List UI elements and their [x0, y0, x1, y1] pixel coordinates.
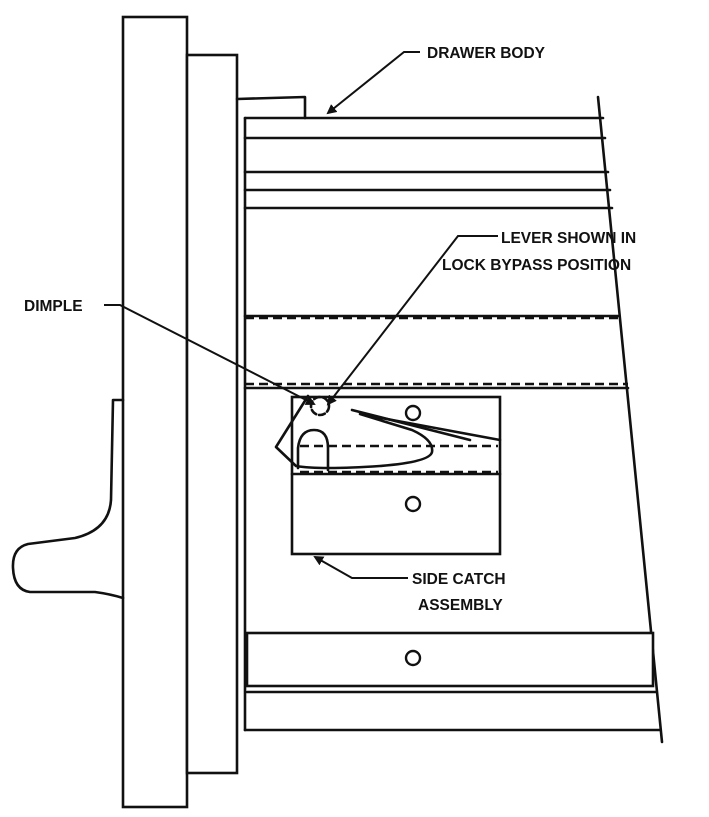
label-side-catch-line2: ASSEMBLY: [418, 597, 503, 614]
dimple: [309, 395, 331, 417]
side-catch-hole-upper: [404, 404, 422, 422]
label-drawer-body: DRAWER BODY: [427, 45, 546, 62]
lever: [274, 394, 502, 470]
lever-slot: [296, 428, 330, 472]
lever-leader: [326, 235, 498, 406]
side-catch-leader: [313, 556, 408, 579]
drawer-top-tab: [235, 95, 307, 120]
label-lever-line1: LEVER SHOWN IN: [501, 230, 636, 247]
front-panel-flange: [185, 53, 239, 775]
dimple-leader: [104, 304, 316, 405]
bottom-rail: [245, 631, 655, 688]
lever-edge: [350, 408, 472, 442]
drawer-body-leader: [326, 51, 420, 115]
label-dimple: DIMPLE: [24, 298, 83, 315]
bottom-rail-hole: [404, 649, 422, 667]
drawer-handle: [11, 398, 125, 600]
label-lever-line2: LOCK BYPASS POSITION: [442, 257, 631, 274]
side-catch-plate: [290, 395, 502, 556]
side-catch-hole-lower: [404, 495, 422, 513]
front-panel: [121, 15, 189, 809]
label-side-catch-line1: SIDE CATCH: [412, 571, 506, 588]
